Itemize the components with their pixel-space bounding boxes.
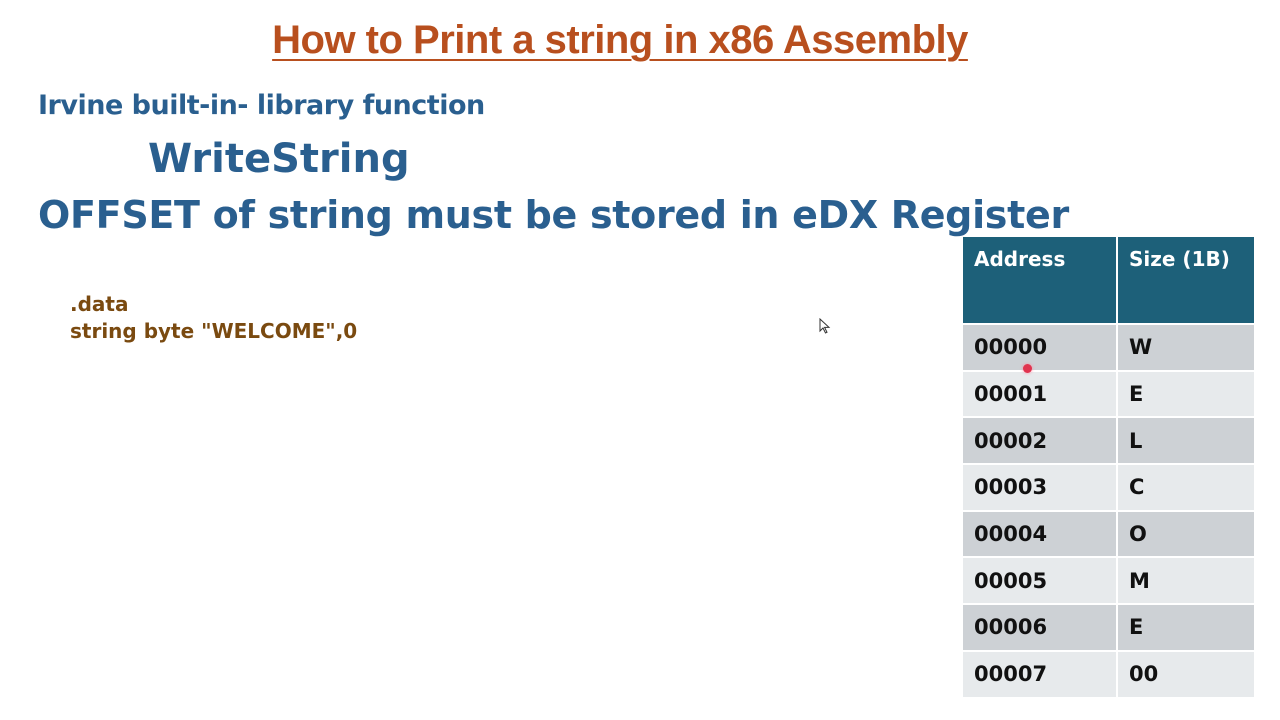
code-line-string: string byte "WELCOME",0 [70, 319, 358, 343]
address-cell: 00004 [963, 511, 1118, 559]
mouse-pointer-icon [819, 318, 831, 334]
value-cell: 00 [1118, 651, 1254, 699]
value-cell: E [1118, 605, 1254, 652]
code-line-data: .data [70, 292, 129, 316]
column-header-size: Size (1B) [1118, 237, 1254, 325]
address-cell: 00007 [963, 651, 1118, 699]
table-row: 00007 00 [963, 651, 1254, 699]
table-row: 00002 L [963, 418, 1254, 466]
memory-table: Address Size (1B) 00000 W 00001 E 00002 … [963, 237, 1254, 699]
offset-note: OFFSET of string must be stored in eDX R… [38, 193, 1069, 237]
address-cell: 00001 [963, 371, 1118, 419]
address-cell: 00003 [963, 465, 1118, 512]
value-cell: L [1118, 418, 1254, 466]
table-row: 00001 E [963, 371, 1254, 419]
value-cell: E [1118, 371, 1254, 419]
slide-title-text: How to Print a string in x86 Assembly [272, 18, 968, 62]
table-header-row: Address Size (1B) [963, 237, 1254, 325]
value-cell: O [1118, 511, 1254, 559]
address-cell: 00000 [963, 325, 1118, 372]
slide-title: How to Print a string in x86 Assembly [0, 18, 1240, 63]
table-row: 00003 C [963, 465, 1254, 512]
code-snippet: .data string byte "WELCOME",0 [70, 291, 357, 345]
value-cell: C [1118, 465, 1254, 512]
table-row: 00006 E [963, 605, 1254, 652]
address-cell: 00006 [963, 605, 1118, 652]
address-cell: 00005 [963, 558, 1118, 606]
click-indicator-icon [1023, 364, 1032, 373]
table-row: 00005 M [963, 558, 1254, 606]
value-cell: M [1118, 558, 1254, 606]
table-row: 00000 W [963, 325, 1254, 372]
column-header-address: Address [963, 237, 1118, 325]
library-subheading: Irvine built-in- library function [38, 90, 485, 121]
function-name: WriteString [148, 136, 410, 182]
value-cell: W [1118, 325, 1254, 372]
table-row: 00004 O [963, 511, 1254, 559]
address-cell: 00002 [963, 418, 1118, 466]
